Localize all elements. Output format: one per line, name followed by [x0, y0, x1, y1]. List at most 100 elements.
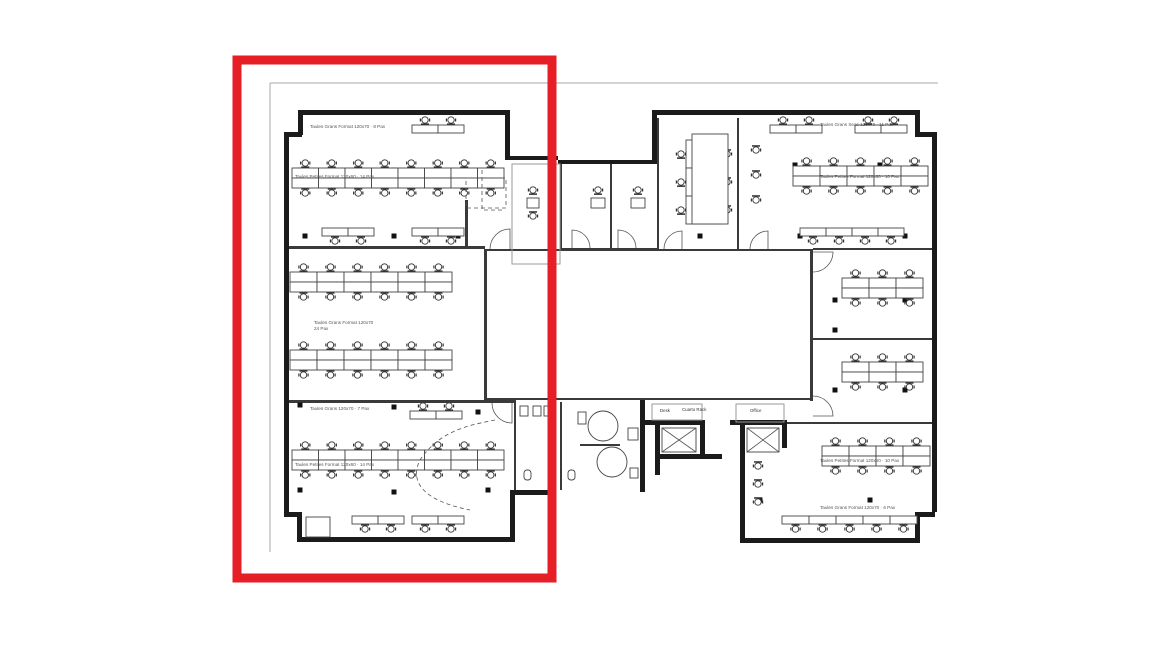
chair-seat [905, 299, 914, 307]
chair-arm [675, 180, 677, 184]
chair-arm [817, 239, 819, 243]
chair-arm [675, 152, 677, 156]
chair-back [878, 298, 887, 300]
chair [830, 466, 841, 475]
chair-arm [353, 191, 355, 195]
chair-arm [843, 239, 845, 243]
desk [289, 349, 318, 361]
chair-arm [326, 443, 328, 447]
desk-cluster [291, 441, 505, 479]
chair-seat [434, 159, 442, 167]
chair-back [634, 193, 642, 195]
chair [406, 159, 417, 168]
chair-seat [353, 371, 362, 379]
chair-back [831, 444, 840, 446]
chair-back [805, 123, 813, 125]
desk [437, 227, 465, 237]
chair-arm [365, 239, 367, 243]
chair-arm [898, 118, 900, 122]
chair-seat [905, 269, 914, 277]
column [391, 404, 397, 410]
chair-back [460, 470, 469, 472]
desk [397, 177, 425, 189]
chair-seat [326, 371, 335, 379]
desk [370, 359, 399, 371]
chair-back [380, 292, 389, 294]
chair-back [912, 444, 921, 446]
chair-seat [905, 353, 914, 361]
chair-seat [353, 341, 362, 349]
chair-arm [326, 161, 328, 165]
chair-back [887, 236, 895, 238]
chair-arm [760, 173, 762, 177]
chair [857, 437, 868, 446]
chair-arm [898, 527, 900, 531]
column [297, 402, 303, 408]
chair-arm [882, 189, 884, 193]
chair-seat [354, 441, 362, 449]
chair-arm [675, 208, 677, 212]
chair-seat [407, 341, 416, 349]
chair-arm [455, 239, 457, 243]
chair-arm [406, 443, 408, 447]
chair-seat [752, 196, 760, 204]
chair-back [677, 157, 685, 159]
desk-cluster [821, 437, 931, 475]
chair-arm [388, 373, 390, 377]
chair-back [486, 448, 495, 450]
chair [898, 524, 909, 533]
desk [895, 287, 924, 299]
desk [289, 281, 318, 293]
desk [900, 175, 929, 187]
desk-row [769, 116, 823, 134]
chair-seat [326, 263, 335, 271]
chair-back [779, 123, 787, 125]
column [867, 497, 873, 503]
chair-arm [859, 301, 861, 305]
chair-back [885, 466, 894, 468]
chair [353, 441, 364, 450]
chair-arm [859, 355, 861, 359]
chair-back [421, 123, 429, 125]
chair [459, 470, 470, 479]
chair-seat [487, 471, 495, 479]
column [792, 162, 798, 168]
chair-arm [406, 343, 408, 347]
chair-arm [361, 343, 363, 347]
chair [871, 524, 882, 533]
chair-seat [328, 189, 336, 197]
chair [298, 370, 309, 379]
desk [424, 271, 453, 283]
chair-seat [752, 146, 760, 154]
desk-row [799, 227, 905, 245]
desk [377, 515, 405, 525]
chair-arm [379, 191, 381, 195]
chair-back [905, 276, 914, 278]
chair-back [791, 524, 800, 526]
chair-arm [379, 473, 381, 477]
desk-cluster [291, 159, 505, 197]
chair [406, 292, 417, 301]
chair [326, 441, 337, 450]
chair [325, 263, 336, 272]
desk [409, 410, 437, 420]
chair-arm [839, 469, 841, 473]
chair-arm [909, 159, 911, 163]
chair-seat [856, 187, 865, 195]
desk [411, 124, 439, 134]
desk [316, 349, 345, 361]
chair-arm [810, 189, 812, 193]
chair-arm [334, 295, 336, 299]
chair-back [299, 292, 308, 294]
chair-arm [441, 191, 443, 195]
chair [325, 292, 336, 301]
chair-arm [893, 439, 895, 443]
chair-arm [913, 301, 915, 305]
chair-back [905, 360, 914, 362]
desk [316, 281, 345, 293]
chair-seat [791, 525, 800, 533]
desk [862, 515, 891, 525]
chair [632, 186, 644, 195]
chair-arm [334, 343, 336, 347]
label-d: Taules Grans 120x70 · 7 Pax [310, 406, 370, 411]
